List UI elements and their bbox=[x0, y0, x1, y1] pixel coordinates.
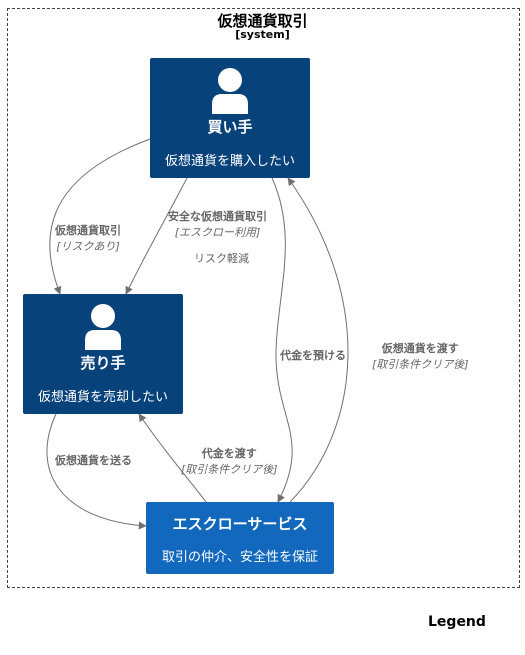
edge-label-safe-title: 安全な仮想通貨取引 bbox=[168, 210, 267, 223]
buyer-description: 仮想通貨を購入したい bbox=[164, 154, 295, 169]
edge-label-deliver-crypto: 仮想通貨を渡す [取引条件クリア後] bbox=[372, 340, 469, 372]
edge-label-safe: 安全な仮想通貨取引 [エスクロー利用] bbox=[168, 208, 267, 240]
system-title: 仮想通貨取引 bbox=[217, 12, 308, 30]
person-icon bbox=[85, 304, 121, 350]
edge-buyer-seller-safe bbox=[125, 177, 188, 295]
edge-seller-escrow bbox=[46, 413, 147, 530]
seller-node: 売り手 仮想通貨を売却したい bbox=[23, 294, 183, 414]
escrow-name: エスクローサービス bbox=[172, 515, 308, 533]
edge-label-deposit: 代金を預ける bbox=[280, 347, 346, 363]
edge-buyer-escrow bbox=[271, 177, 293, 503]
edge-label-pay-seller: 代金を渡す [取引条件クリア後] bbox=[181, 445, 278, 477]
edge-label-deliver-crypto-tech: [取引条件クリア後] bbox=[372, 358, 469, 371]
system-stereotype: [system] bbox=[235, 28, 290, 41]
escrow-node: エスクローサービス 取引の仲介、安全性を保証 bbox=[146, 502, 334, 574]
edge-label-risky: 仮想通貨取引 [リスクあり] bbox=[55, 222, 121, 254]
system-boundary bbox=[7, 8, 520, 588]
edge-label-risky-title: 仮想通貨取引 bbox=[55, 224, 121, 237]
edge-buyer-seller-risky bbox=[49, 138, 151, 295]
edge-label-deposit-title: 代金を預ける bbox=[280, 349, 346, 362]
buyer-name: 買い手 bbox=[207, 118, 253, 136]
edge-label-pay-seller-title: 代金を渡す bbox=[201, 447, 257, 460]
seller-description: 仮想通貨を売却したい bbox=[37, 390, 168, 405]
person-icon bbox=[212, 68, 248, 114]
escrow-description: 取引の仲介、安全性を保証 bbox=[161, 550, 318, 565]
seller-name: 売り手 bbox=[80, 354, 126, 372]
edge-label-risky-tech: [リスクあり] bbox=[56, 240, 120, 253]
edge-label-safe-tech: [エスクロー利用] bbox=[174, 226, 261, 239]
edge-label-send-crypto-title: 仮想通貨を送る bbox=[55, 454, 132, 467]
edge-escrow-seller bbox=[138, 413, 208, 504]
legend-title: Legend bbox=[428, 614, 486, 630]
edge-label-safe-note: リスク軽減 bbox=[194, 252, 249, 265]
edge-label-pay-seller-tech: [取引条件クリア後] bbox=[181, 463, 278, 476]
edge-label-deliver-crypto-title: 仮想通貨を渡す bbox=[381, 342, 459, 355]
edge-label-send-crypto: 仮想通貨を送る bbox=[55, 452, 132, 468]
buyer-node: 買い手 仮想通貨を購入したい bbox=[150, 58, 310, 178]
edge-escrow-buyer bbox=[287, 177, 349, 503]
